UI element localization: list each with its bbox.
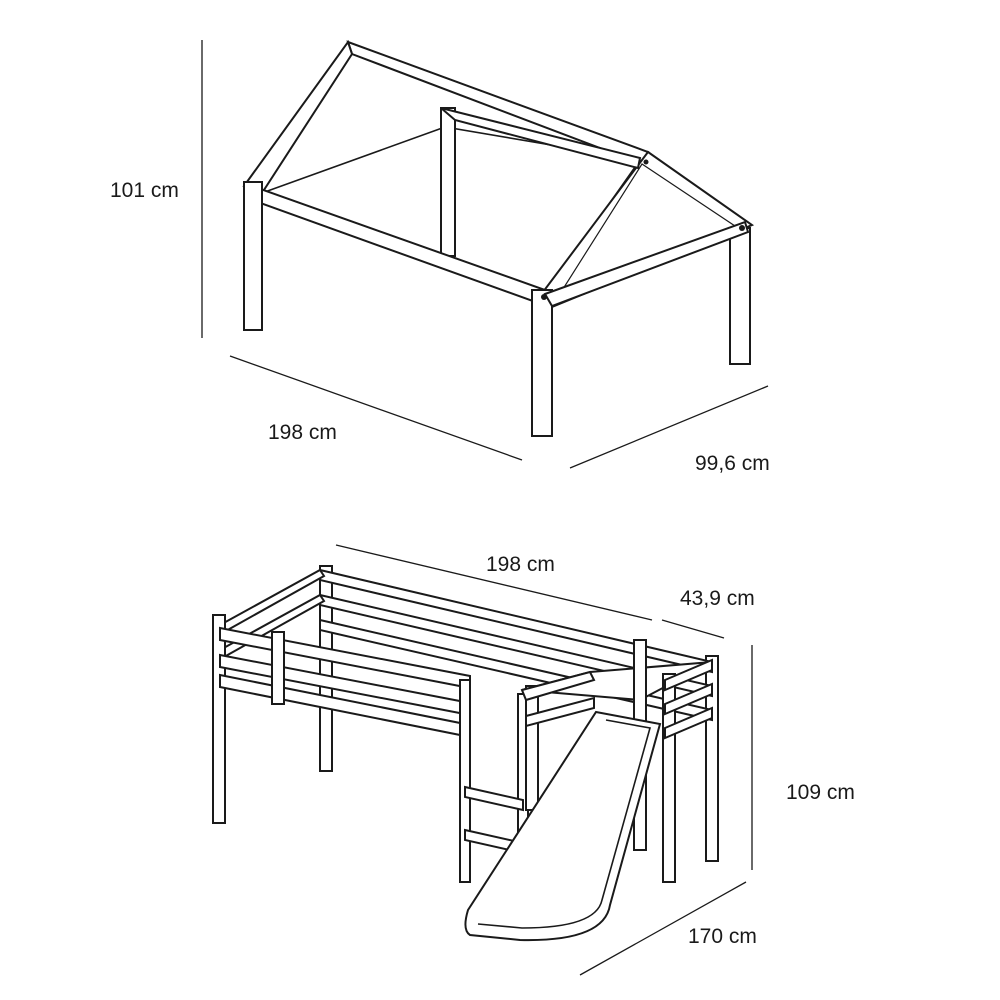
bolt-icon xyxy=(739,225,745,231)
bed-length-label: 198 cm xyxy=(486,553,555,576)
canopy-frame-drawing xyxy=(242,39,755,437)
canopy-back-top-rail xyxy=(440,107,642,170)
depth-dimension-line xyxy=(569,385,769,469)
ladder-rail-left xyxy=(459,679,471,883)
bed-back-rail-top xyxy=(319,568,713,674)
length-label: 198 cm xyxy=(268,421,337,444)
bed-right-guard-top xyxy=(664,658,713,692)
bed-right-guard-low xyxy=(664,706,713,740)
height-label: 101 cm xyxy=(110,179,179,202)
bed-depth-label: 43,9 cm xyxy=(680,587,755,610)
slide-chute xyxy=(464,710,662,942)
canopy-post-front-left xyxy=(243,181,263,331)
depth-label: 99,6 cm xyxy=(695,452,770,475)
bed-length-dimension-line xyxy=(335,544,653,621)
bed-height-label: 109 cm xyxy=(786,781,855,804)
canopy-post-front-right xyxy=(531,289,553,437)
bed-corner-rail-2 xyxy=(525,696,595,728)
ladder-rung-1 xyxy=(464,785,524,812)
length-dimension-line xyxy=(229,355,523,461)
canopy-back-post xyxy=(440,107,456,257)
bed-depth-dimension-line xyxy=(661,619,725,639)
bed-post-ladder-corner xyxy=(525,685,539,811)
bolt-icon xyxy=(541,294,547,300)
canopy-side-rail xyxy=(543,220,750,308)
bed-width-dimension-line xyxy=(579,881,747,976)
bed-post-front-left xyxy=(212,614,226,824)
canopy-post-back-right xyxy=(729,227,751,365)
slide-inner-line xyxy=(477,719,652,929)
bed-right-guard-mid xyxy=(664,682,713,716)
loft-bed-drawing xyxy=(212,565,719,942)
bed-post-back-left xyxy=(319,565,333,772)
bed-width-label: 170 cm xyxy=(688,925,757,948)
bed-post-back-right xyxy=(705,655,719,862)
bed-corner-rail xyxy=(520,670,596,702)
bolt-icon xyxy=(643,159,649,165)
bed-divider-post xyxy=(271,631,285,705)
